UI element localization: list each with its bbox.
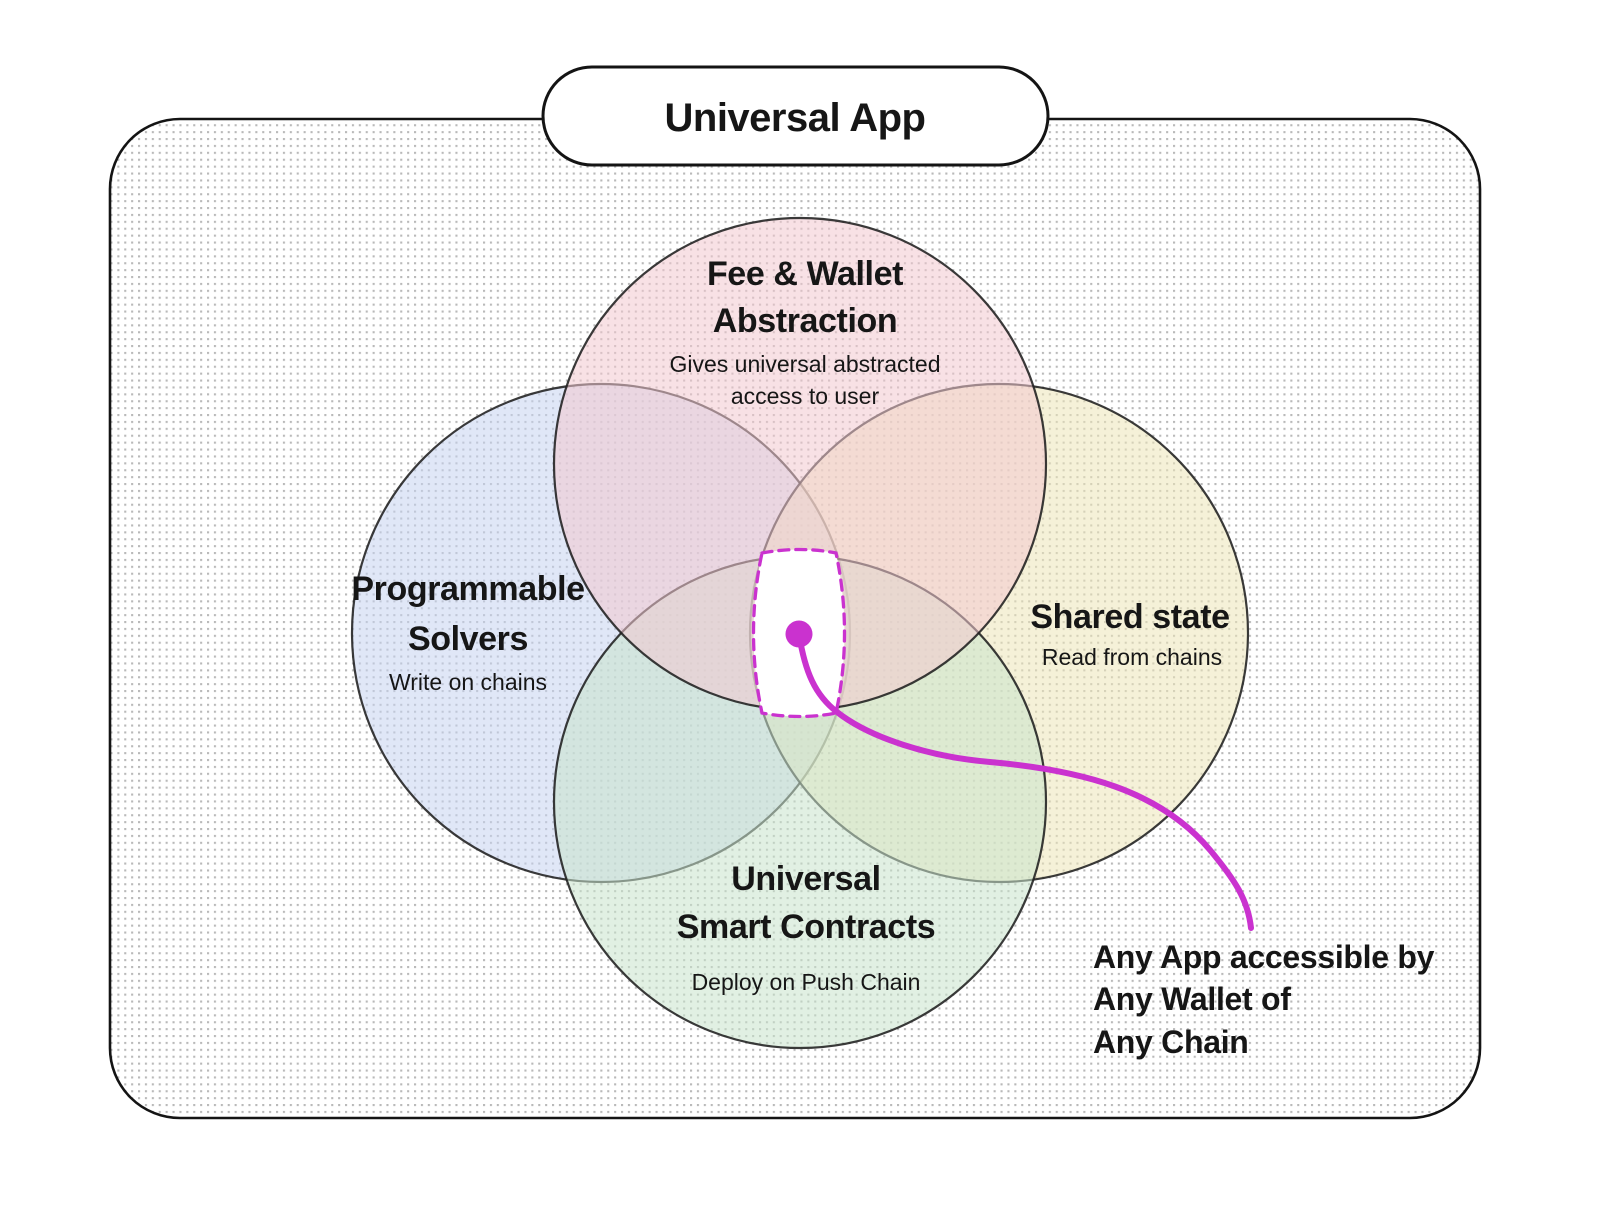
shared-state-labels: Shared state Read from chains	[1030, 598, 1230, 670]
solvers-subtitle: Write on chains	[389, 669, 547, 695]
shared-state-subtitle: Read from chains	[1042, 644, 1222, 670]
fee-wallet-title-line2: Abstraction	[713, 302, 898, 340]
contracts-title-line1: Universal	[731, 860, 880, 898]
universal-smart-contracts-labels: Universal Smart Contracts Deploy on Push…	[677, 860, 936, 995]
fee-wallet-labels: Fee & Wallet Abstraction Gives universal…	[669, 255, 940, 409]
venn-circles	[350, 216, 1250, 1050]
title-pill	[541, 65, 1050, 167]
shared-state-title: Shared state	[1030, 598, 1229, 636]
fee-wallet-title-line1: Fee & Wallet	[707, 255, 903, 293]
connector-curve	[796, 631, 1254, 931]
annotation-line3: Any Chain	[1093, 1024, 1249, 1060]
annotation-block: Any App accessible by Any Wallet of Any …	[1093, 939, 1435, 1060]
contracts-subtitle: Deploy on Push Chain	[692, 969, 921, 995]
annotation-line1: Any App accessible by	[1093, 939, 1435, 975]
programmable-solvers-labels: Programmable Solvers Write on chains	[351, 570, 585, 695]
fee-wallet-subtitle-line2: access to user	[731, 383, 880, 409]
solvers-title-line1: Programmable	[351, 570, 584, 608]
annotation-line2: Any Wallet of	[1093, 981, 1291, 1017]
contracts-title-line2: Smart Contracts	[677, 908, 936, 946]
center-dot	[785, 620, 813, 648]
fee-wallet-subtitle-line1: Gives universal abstracted	[669, 351, 940, 377]
diagram-title: Universal App	[665, 96, 926, 140]
solvers-title-line2: Solvers	[408, 620, 528, 658]
